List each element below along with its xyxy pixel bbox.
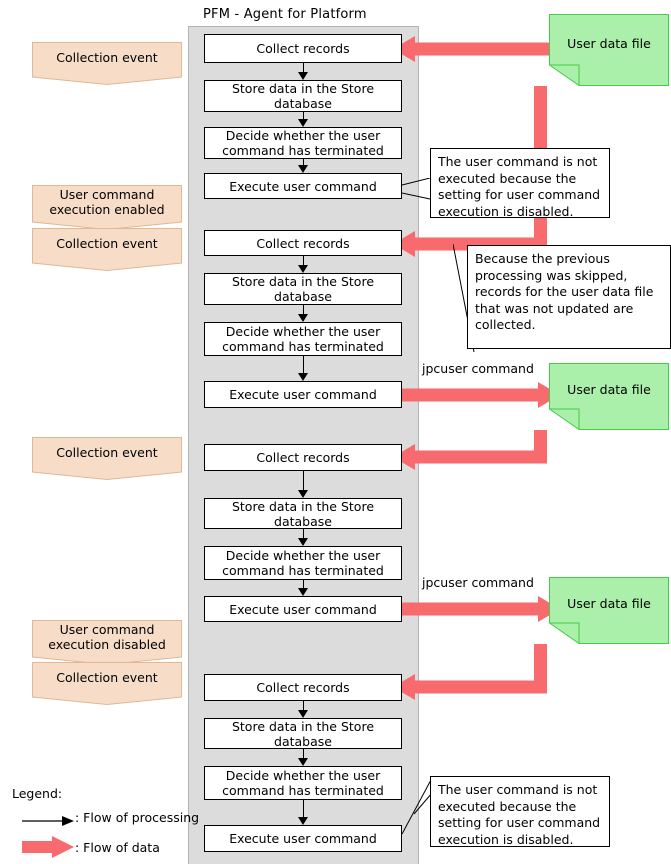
user-data-file-label: User data file xyxy=(567,596,651,611)
note-leader-line-3 xyxy=(402,778,434,838)
thick-red-arrow-icon xyxy=(22,836,74,858)
process-box-collect-records[interactable]: Collect records xyxy=(204,230,402,256)
flow-arrow-down xyxy=(298,580,309,596)
panel-title: PFM - Agent for Platform xyxy=(203,7,367,22)
event-banner-collection-event[interactable]: Collection event xyxy=(32,228,182,271)
jpcuser-command-label-2: jpcuser command xyxy=(422,575,534,590)
user-data-file-3[interactable]: User data file xyxy=(549,577,669,644)
user-data-file-label: User data file xyxy=(567,382,651,397)
flow-arrow-down xyxy=(298,749,309,766)
event-banner-label: Collection event xyxy=(32,662,182,692)
flow-arrow-down xyxy=(298,112,309,127)
process-box-decide-terminated[interactable]: Decide whether the user command has term… xyxy=(204,546,402,580)
callout-note-user-command-not-executed-2: The user command is not executed because… xyxy=(430,776,610,847)
process-box-collect-records[interactable]: Collect records xyxy=(204,674,402,701)
process-box-store-data[interactable]: Store data in the Store database xyxy=(204,80,402,112)
legend-item-flow-of-data: : Flow of data xyxy=(22,836,160,858)
data-flow-exec2-to-file2 xyxy=(400,382,560,408)
process-box-decide-terminated[interactable]: Decide whether the user command has term… xyxy=(204,322,402,356)
flow-arrow-down xyxy=(298,356,309,381)
event-banner-user-command-execution-enabled[interactable]: User command execution enabled xyxy=(32,185,182,230)
user-data-file-2[interactable]: User data file xyxy=(549,363,669,430)
process-box-store-data[interactable]: Store data in the Store database xyxy=(204,273,402,305)
legend-title: Legend: xyxy=(12,786,63,801)
event-banner-label: User command execution disabled xyxy=(32,620,182,652)
legend-item-flow-of-processing: : Flow of processing xyxy=(22,810,200,826)
process-box-store-data[interactable]: Store data in the Store database xyxy=(204,718,402,749)
flow-arrow-down xyxy=(298,256,309,273)
flow-arrow-down xyxy=(298,529,309,546)
flow-arrow-down xyxy=(298,305,309,322)
note-leader-line-1 xyxy=(402,178,432,200)
process-box-execute-user-command[interactable]: Execute user command xyxy=(204,825,402,852)
flow-arrow-down xyxy=(298,159,309,173)
process-box-execute-user-command[interactable]: Execute user command xyxy=(204,381,402,408)
process-box-store-data[interactable]: Store data in the Store database xyxy=(204,498,402,529)
process-box-execute-user-command[interactable]: Execute user command xyxy=(204,596,402,622)
process-box-decide-terminated[interactable]: Decide whether the user command has term… xyxy=(204,127,402,159)
legend-item-label: : Flow of data xyxy=(75,839,160,855)
event-banner-label: User command execution enabled xyxy=(32,185,182,217)
legend: Legend: xyxy=(12,786,187,801)
thin-black-arrow-icon xyxy=(22,812,74,826)
event-banner-label: Collection event xyxy=(32,228,182,258)
banner-notch xyxy=(32,258,182,271)
data-flow-file1-to-collect1 xyxy=(393,36,560,62)
process-box-decide-terminated[interactable]: Decide whether the user command has term… xyxy=(204,766,402,800)
jpcuser-command-label-1: jpcuser command xyxy=(422,361,534,376)
legend-item-label: : Flow of processing xyxy=(75,810,200,825)
flow-arrow-down xyxy=(298,471,309,498)
data-flow-file1-to-collect2 xyxy=(393,86,560,257)
banner-notch xyxy=(32,692,182,705)
process-box-collect-records[interactable]: Collect records xyxy=(204,34,402,63)
user-data-file-1[interactable]: User data file xyxy=(549,14,669,86)
user-data-file-label: User data file xyxy=(567,35,651,51)
data-flow-file3-to-collect4 xyxy=(393,644,560,700)
flow-arrow-down xyxy=(298,800,309,825)
data-flow-file2-to-collect3 xyxy=(393,430,560,470)
event-banner-user-command-execution-disabled[interactable]: User command execution disabled xyxy=(32,620,182,665)
event-banner-collection-event[interactable]: Collection event xyxy=(32,437,182,480)
data-flow-exec3-to-file3 xyxy=(400,596,560,622)
banner-notch xyxy=(32,467,182,480)
event-banner-collection-event[interactable]: Collection event xyxy=(32,42,182,85)
event-banner-label: Collection event xyxy=(32,437,182,467)
flow-arrow-down xyxy=(298,63,309,80)
event-banner-collection-event[interactable]: Collection event xyxy=(32,662,182,705)
process-box-collect-records[interactable]: Collect records xyxy=(204,444,402,471)
banner-notch xyxy=(32,72,182,85)
event-banner-label: Collection event xyxy=(32,42,182,72)
flow-arrow-down xyxy=(298,701,309,718)
callout-note-user-command-not-executed-1: The user command is not executed because… xyxy=(430,148,610,219)
process-box-execute-user-command[interactable]: Execute user command xyxy=(204,173,402,199)
callout-note-previous-processing-skipped: Because the previous processing was skip… xyxy=(467,245,671,349)
